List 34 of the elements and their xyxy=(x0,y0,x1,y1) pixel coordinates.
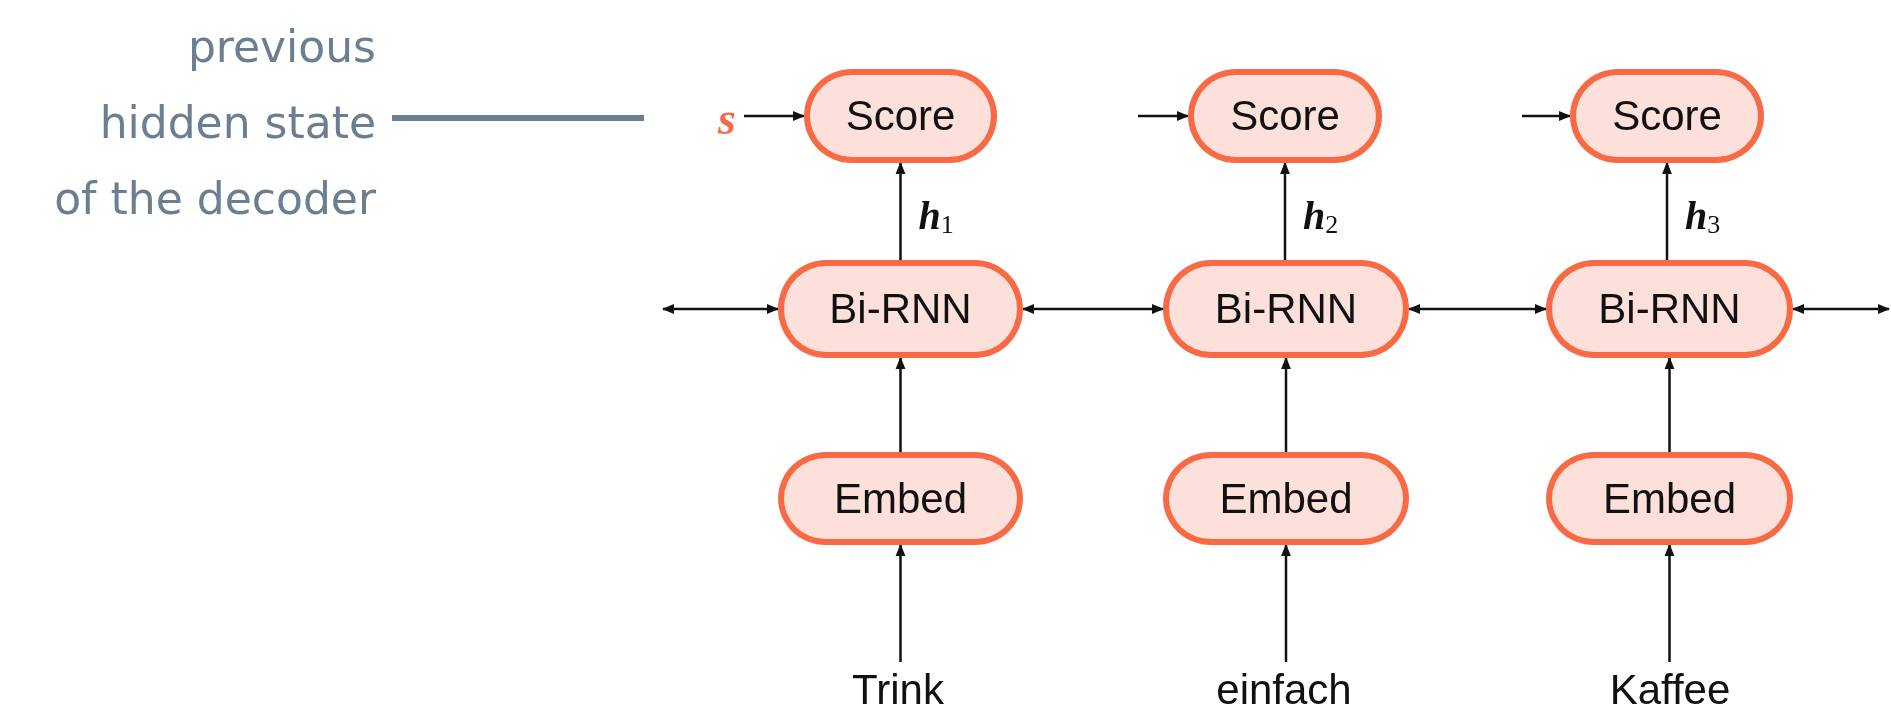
box-label: Embed xyxy=(1219,474,1353,523)
input-word: einfach xyxy=(1216,666,1352,714)
input-word: Trink xyxy=(852,666,944,714)
edge-label: h$_{1}$ xyxy=(918,191,954,240)
arrow xyxy=(1522,111,1572,121)
arrow xyxy=(1664,543,1675,662)
arrow xyxy=(1662,161,1672,260)
box-label: Bi-RNN xyxy=(1598,285,1741,333)
arrow xyxy=(1021,304,1165,314)
arrow xyxy=(744,111,806,121)
arrow xyxy=(895,543,906,662)
box-label: Bi-RNN xyxy=(829,285,972,333)
box-label: Score xyxy=(1230,92,1340,140)
box-label: Bi-RNN xyxy=(1214,285,1358,333)
box-label: Embed xyxy=(833,474,968,523)
edge-label: h$_{3}$ xyxy=(1685,191,1721,240)
arrow xyxy=(1664,356,1675,452)
box-label: Score xyxy=(1612,92,1722,140)
arrow xyxy=(895,356,906,452)
arrow xyxy=(1791,304,1891,314)
arrow xyxy=(1281,356,1291,452)
arrow xyxy=(1138,111,1190,121)
arrow xyxy=(1281,543,1291,662)
arrow xyxy=(1407,304,1548,314)
arrow xyxy=(1280,161,1290,260)
leader-line xyxy=(392,115,644,121)
box-label: Embed xyxy=(1602,474,1737,523)
symbol-label: s xyxy=(718,91,736,145)
arrow xyxy=(895,161,906,260)
edge-label: h$_{2}$ xyxy=(1303,191,1339,240)
arrow xyxy=(661,304,780,314)
input-word: Kaffee xyxy=(1609,666,1731,714)
box-label: Score xyxy=(845,92,956,140)
annotation-text: previous hidden state of the decoder xyxy=(53,20,376,226)
